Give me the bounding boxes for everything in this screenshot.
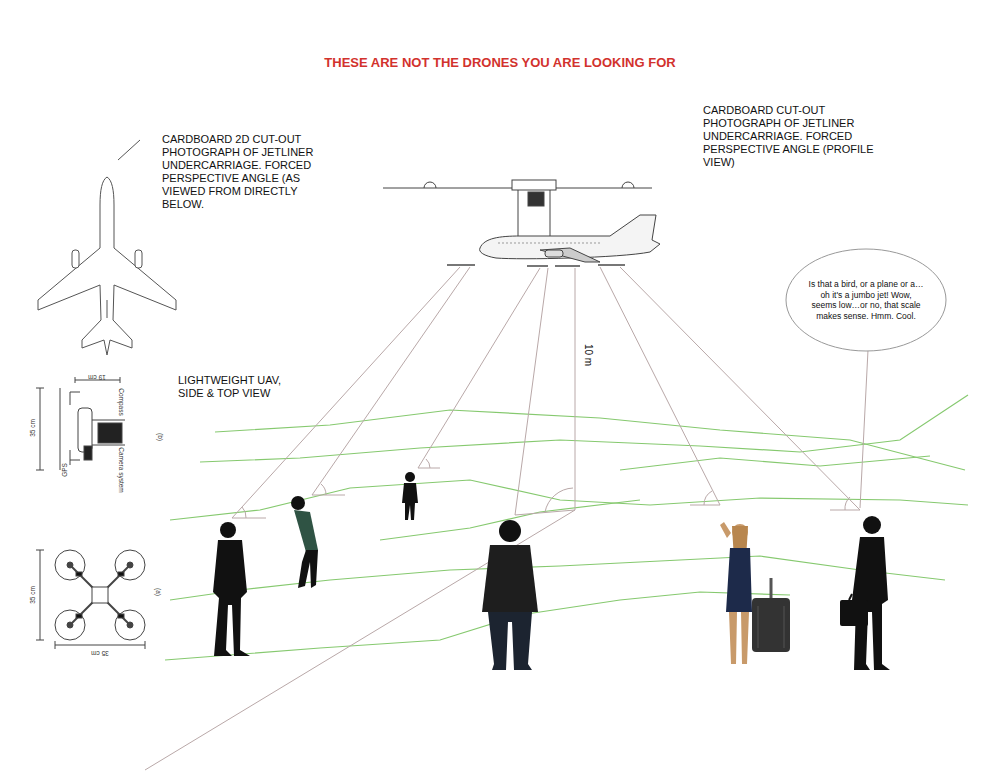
person-leaning — [291, 496, 318, 588]
bubble-body: Is that a bird, or a plane or a…oh it's … — [807, 279, 925, 321]
bubble-text: Is that a bird, or a plane or a…oh it's … — [807, 279, 925, 321]
uav-top-view — [36, 550, 145, 649]
annotation: LIGHTWEIGHT UAV, SIDE & TOP VIEW — [178, 374, 298, 400]
bubble-ellipse — [786, 249, 946, 351]
diagram-title: THESE ARE NOT THE DRONES YOU ARE LOOKING… — [0, 55, 1000, 70]
part-name: Compass — [118, 388, 125, 415]
person-center — [482, 520, 538, 670]
part-name: GPS — [61, 463, 68, 477]
uav-side-view — [36, 377, 125, 470]
person-distant — [402, 472, 418, 520]
view-tag: (a) — [155, 588, 162, 596]
annotation: CARDBOARD 2D CUT-OUT PHOTOGRAPH OF JETLI… — [162, 133, 337, 211]
part-name: Camera system — [118, 447, 125, 493]
dimension: 10 m — [583, 344, 594, 366]
dimension: 35 cm — [91, 650, 109, 657]
dimension: 35 cm — [29, 419, 36, 437]
view-tag: (b) — [157, 433, 164, 441]
jetliner-profile-rig — [383, 180, 660, 262]
dimension: 19 cm — [88, 374, 106, 381]
person-right — [840, 516, 890, 670]
dimension: 35 cm — [29, 586, 36, 604]
undercarriage-cutouts — [447, 265, 625, 266]
sight-lines — [145, 267, 868, 770]
jetliner-top-view — [38, 140, 176, 355]
annotation: CARDBOARD CUT-OUT PHOTOGRAPH OF JETLINER… — [703, 104, 878, 169]
ground-contours — [165, 395, 968, 660]
person-left — [213, 522, 250, 656]
speech-bubble: Is that a bird, or a plane or a…oh it's … — [785, 248, 947, 352]
people — [213, 472, 890, 670]
person-woman — [720, 522, 790, 664]
